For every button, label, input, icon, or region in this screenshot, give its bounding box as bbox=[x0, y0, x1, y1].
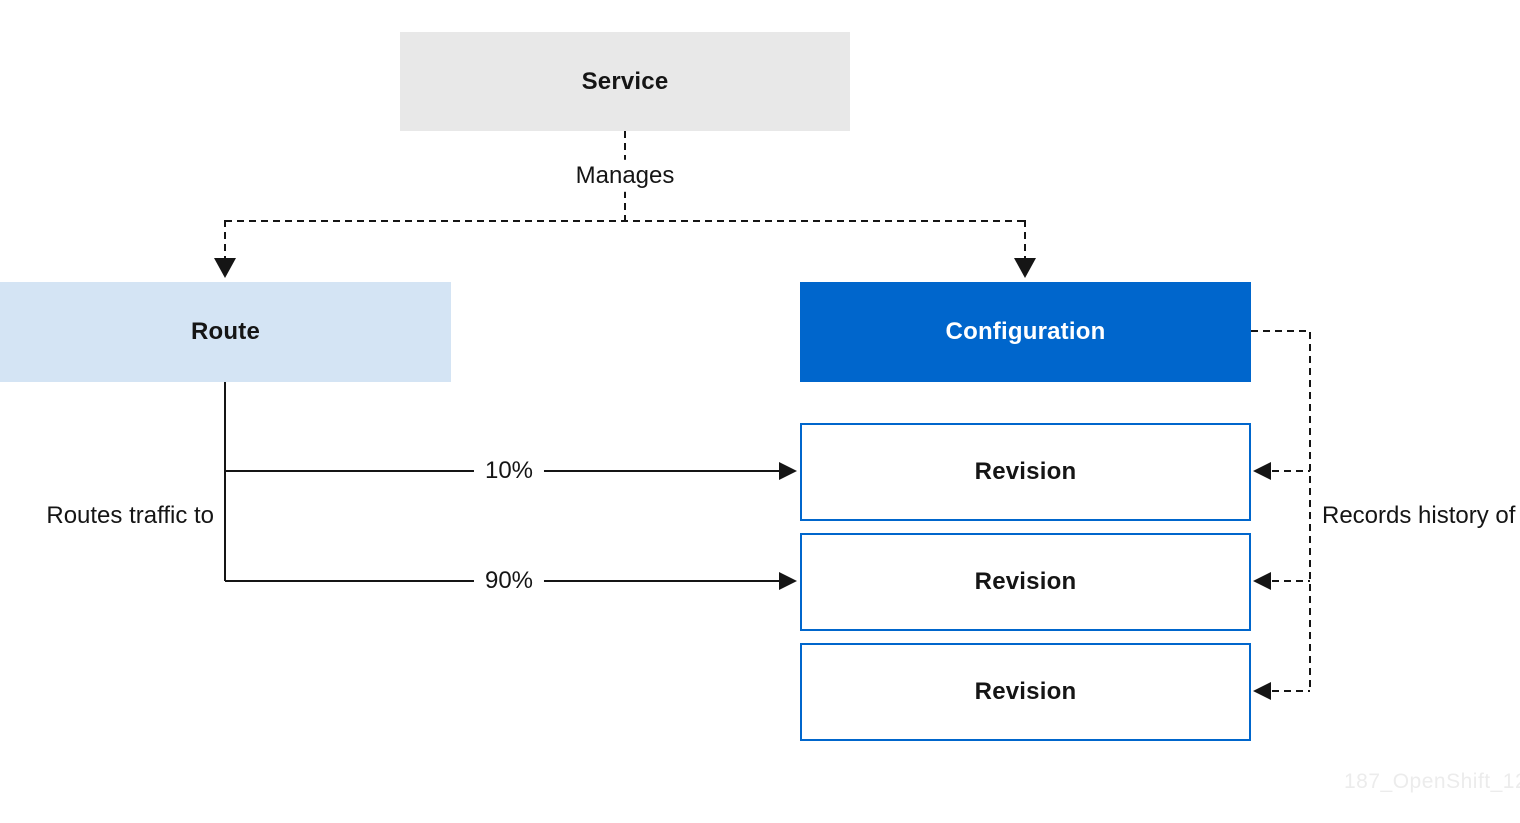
service-node: Service bbox=[400, 32, 850, 131]
route-node: Route bbox=[0, 282, 451, 382]
route-node-label: Route bbox=[191, 318, 260, 345]
arrow-down-to-configuration-icon bbox=[1014, 258, 1036, 278]
arrow-left-to-revision-3-icon bbox=[1253, 682, 1271, 700]
traffic-split-90-label: 90% bbox=[473, 566, 545, 596]
traffic-split-10-label: 10% bbox=[473, 456, 545, 486]
arrow-right-to-revision-1-icon bbox=[779, 462, 797, 480]
watermark-text: 187_OpenShift_1221 bbox=[1344, 770, 1520, 793]
records-history-of-label: Records history of bbox=[1322, 501, 1516, 529]
routes-traffic-to-label: Routes traffic to bbox=[46, 501, 214, 529]
revision-node-3-label: Revision bbox=[974, 678, 1077, 705]
revision-node-2: Revision bbox=[800, 533, 1251, 631]
configuration-node: Configuration bbox=[800, 282, 1251, 382]
configuration-node-label: Configuration bbox=[945, 318, 1106, 345]
manages-connector bbox=[214, 131, 1036, 278]
revision-node-3: Revision bbox=[800, 643, 1251, 741]
revision-node-1: Revision bbox=[800, 423, 1251, 521]
revision-node-1-label: Revision bbox=[974, 458, 1077, 485]
arrow-left-to-revision-1-icon bbox=[1253, 462, 1271, 480]
routes-traffic-connector bbox=[224, 382, 797, 590]
records-history-connector bbox=[1251, 330, 1311, 700]
manages-edge-label: Manages bbox=[565, 159, 685, 193]
revision-node-2-label: Revision bbox=[974, 568, 1077, 595]
arrow-down-to-route-icon bbox=[214, 258, 236, 278]
arrow-left-to-revision-2-icon bbox=[1253, 572, 1271, 590]
arrow-right-to-revision-2-icon bbox=[779, 572, 797, 590]
service-node-label: Service bbox=[581, 67, 669, 95]
